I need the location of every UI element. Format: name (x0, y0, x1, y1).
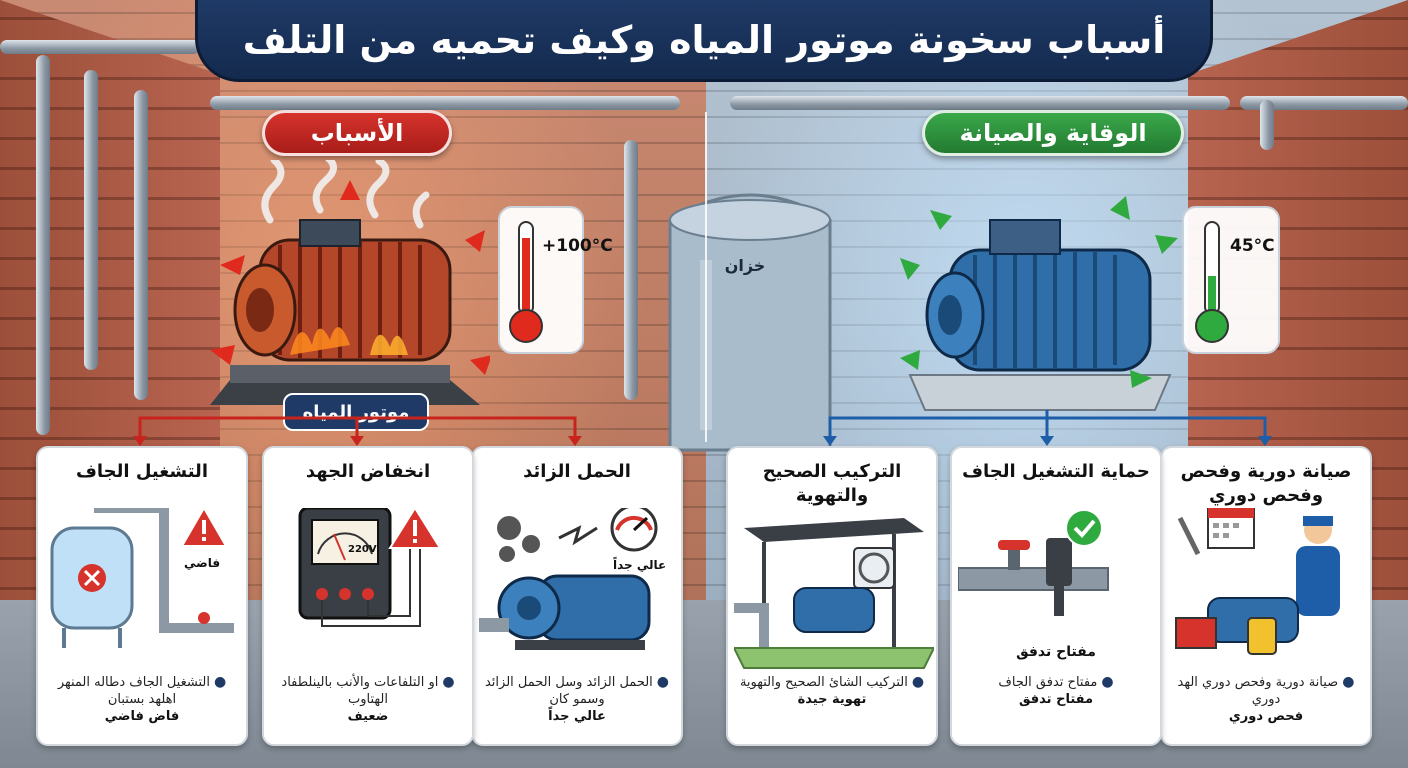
thermometer-icon (509, 221, 543, 343)
pipe (1240, 96, 1408, 110)
flow-switch-illustration (958, 509, 1109, 616)
card-body-text: التشغيل الجاف دطاله المنهر اهلهد بستبان (57, 675, 210, 707)
prevention-heading: الوقاية والصيانة (922, 110, 1184, 156)
pipe (210, 96, 680, 110)
card-body-text: صيانة دورية وفحص دوري الهد دوري (1177, 675, 1339, 707)
voltage-readout: 220V (348, 544, 377, 555)
card-body-bold: عالي جداً (548, 709, 606, 724)
page-title: أسباب سخونة موتور المياه وكيف تحميه من ا… (242, 17, 1166, 62)
pipe (84, 70, 98, 370)
card-body-text: الحمل الزائد وسل الحمل الزائد وسمو كان (484, 675, 653, 707)
card-maintenance: صيانة دورية وفحص وفحص دوري ●صيانة دورية … (1160, 446, 1372, 746)
card-description: ●مفتاح تدفق الجاف مفتاح تدفق (962, 674, 1150, 708)
water-tank (668, 193, 832, 452)
overheating-motor (210, 160, 490, 405)
card-body-bold: ضعيف (347, 709, 389, 724)
spike-icon (558, 525, 598, 546)
card-installation: التركيب الصحيح والتهوية ●التركيب الشائ ا… (726, 446, 938, 746)
toolbox-icon (1175, 617, 1217, 649)
card-title: صيانة دورية وفحص وفحص دوري (1180, 461, 1352, 506)
pipe-icon (958, 567, 1109, 591)
pipe (134, 90, 148, 400)
card-dry-run-protection: حماية التشغيل الجاف مفتاح تدفق ●مفتاح تد… (950, 446, 1162, 746)
overload-illustration (479, 508, 658, 650)
voltmeter-illustration (298, 508, 442, 627)
maintenance-illustration (1175, 508, 1340, 655)
gear-icon (497, 516, 540, 562)
technician-icon (1296, 546, 1340, 616)
cool-temperature: 45°C (1230, 236, 1275, 256)
pipe (624, 140, 638, 400)
bullet-icon: ● (911, 674, 925, 690)
canopy-icon (744, 518, 924, 542)
empty-tag: فاضي (184, 556, 221, 570)
card-description: ●او التلفاعات والأنب بالينلطفاد الهتاوب … (274, 674, 462, 725)
airflow-arrows-icon (900, 196, 1178, 388)
hot-thermometer: 100°C+ (498, 206, 613, 354)
card-body-text: مفتاح تدفق الجاف (998, 675, 1098, 690)
card-low-voltage: انخفاض الجهد 220V ●او التلفاعات والأنب ب… (262, 446, 474, 746)
flow-switch-icon (1046, 538, 1072, 586)
pipe (1260, 100, 1274, 150)
card-subtitle: مفتاح تدفق (1016, 644, 1096, 660)
card-title: التشغيل الجاف (75, 461, 208, 482)
multimeter-icon (1247, 617, 1277, 655)
card-title: التركيب الصحيح والتهوية (762, 461, 902, 506)
cool-motor (900, 196, 1178, 411)
card-description: ●الحمل الزائد وسل الحمل الزائد وسمو كان … (483, 674, 671, 725)
card-body-bold: تهوية جيدة (797, 692, 867, 707)
ventilated-installation-illustration (734, 518, 934, 669)
valve-icon (998, 540, 1030, 550)
card-dry-running: التشغيل الجاف فاضي ●التشغيل الجاف دطاله … (36, 446, 248, 746)
thermometer-icon (1195, 221, 1229, 343)
pipe (0, 40, 200, 54)
card-body-bold: مفتاح تدفق (1018, 692, 1094, 707)
wrench-icon (1177, 516, 1201, 556)
card-title: انخفاض الجهد (305, 461, 431, 482)
bullet-icon: ● (1342, 674, 1355, 690)
card-description: ●صيانة دورية وفحص دوري الهد دوري فحص دور… (1172, 674, 1360, 725)
check-icon (1065, 509, 1103, 547)
title-banner: أسباب سخونة موتور المياه وكيف تحميه من ا… (195, 0, 1213, 82)
card-title: حماية التشغيل الجاف (962, 461, 1150, 482)
card-body-bold: فاض فاضي (104, 709, 180, 724)
card-body-text: التركيب الشائ الصحيح والتهوية (739, 675, 908, 690)
hot-temperature: 100°C+ (542, 236, 613, 256)
overload-tag: عالي جداً (613, 558, 667, 572)
bullet-icon: ● (1101, 674, 1114, 690)
card-title: الحمل الزائد (523, 461, 631, 482)
cool-thermometer: 45°C (1182, 206, 1280, 354)
card-overload: الحمل الزائد عالي جداً ●الحمل الزائد وسل… (471, 446, 683, 746)
tank-label: خزان (724, 256, 766, 275)
card-body-bold: فحص دوري (1228, 709, 1304, 724)
connector-arrows (133, 410, 1272, 446)
bullet-icon: ● (442, 674, 455, 690)
card-description: ●التشغيل الجاف دطاله المنهر اهلهد بستبان… (48, 674, 236, 725)
causes-heading: الأسباب (262, 110, 452, 156)
empty-tank-illustration (50, 508, 234, 648)
card-description: ●التركيب الشائ الصحيح والتهوية تهوية جيد… (738, 674, 926, 708)
bullet-icon: ● (656, 674, 669, 690)
pipe (730, 96, 1230, 110)
heat-arrows-icon (210, 180, 490, 375)
section-divider (705, 112, 707, 442)
card-body-text: او التلفاعات والأنب بالينلطفاد الهتاوب (281, 675, 439, 707)
pipe (36, 55, 50, 435)
bullet-icon: ● (213, 674, 227, 690)
steam-icon (261, 160, 430, 229)
